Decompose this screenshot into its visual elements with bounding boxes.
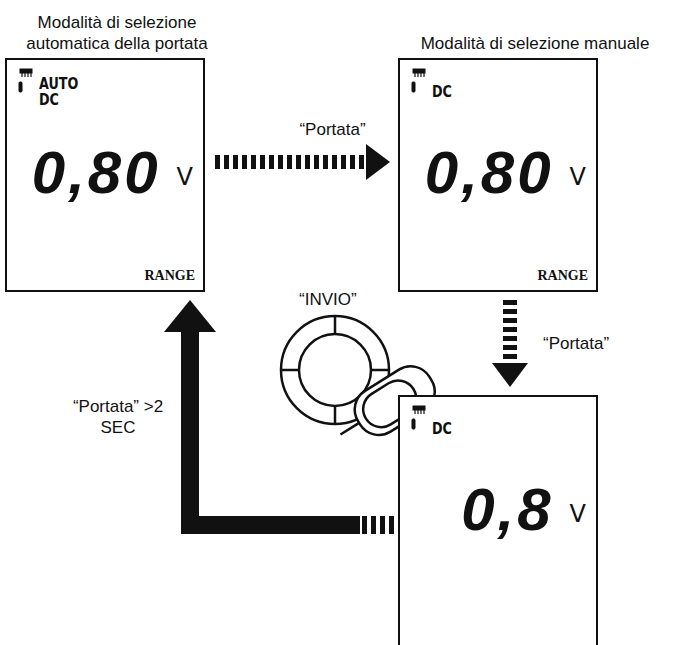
arrow-shaft — [215, 155, 366, 169]
arrow-shaft — [503, 300, 517, 363]
range-indicator: RANGE — [144, 268, 195, 284]
unit-symbol: V — [177, 164, 193, 190]
probe-icon — [17, 68, 33, 94]
auto-indicator: AUTO — [39, 76, 78, 92]
unit-symbol: V — [570, 164, 586, 190]
probe-icon — [410, 68, 426, 94]
lcd-digits: 0,80 — [425, 142, 554, 204]
readout-row: 0,8 V — [461, 479, 586, 541]
lcd-display-box: Modalità di selezione manualeDCRANGE0,80… — [398, 58, 598, 292]
range-indicator: RANGE — [537, 268, 588, 284]
dc-indicator: DC — [432, 421, 452, 437]
arrow-label: “Portata” >2 SEC — [67, 395, 169, 439]
unit-symbol: V — [570, 501, 586, 527]
lcd-digits: 0,8 — [461, 479, 553, 541]
lcd-display-box: DC 0,8 V — [398, 395, 598, 645]
mode-arrow — [492, 300, 528, 387]
mode-heading: Modalità di selezione manuale — [390, 33, 680, 54]
probe-icon — [410, 405, 426, 431]
mode-heading: Modalità di selezione automatica della p… — [2, 12, 232, 54]
arrow-head — [164, 300, 216, 332]
dc-indicator: DC — [432, 84, 452, 100]
readout-row: 0,80 V — [425, 142, 586, 204]
arrow-label: “Portata” — [540, 332, 612, 355]
arrow-head — [366, 144, 390, 180]
mode-arrow — [215, 144, 390, 180]
lcd-display-box: Modalità di selezione automatica della p… — [5, 58, 205, 292]
readout-row: 0,80 V — [32, 142, 193, 204]
arrow-shaft — [360, 516, 394, 534]
lcd-digits: 0,80 — [32, 142, 161, 204]
arrow-head — [492, 363, 528, 387]
arrow-label: “Portata” — [296, 118, 368, 141]
dc-indicator: DC — [39, 92, 59, 108]
button-label: “INVIO” — [296, 288, 360, 311]
